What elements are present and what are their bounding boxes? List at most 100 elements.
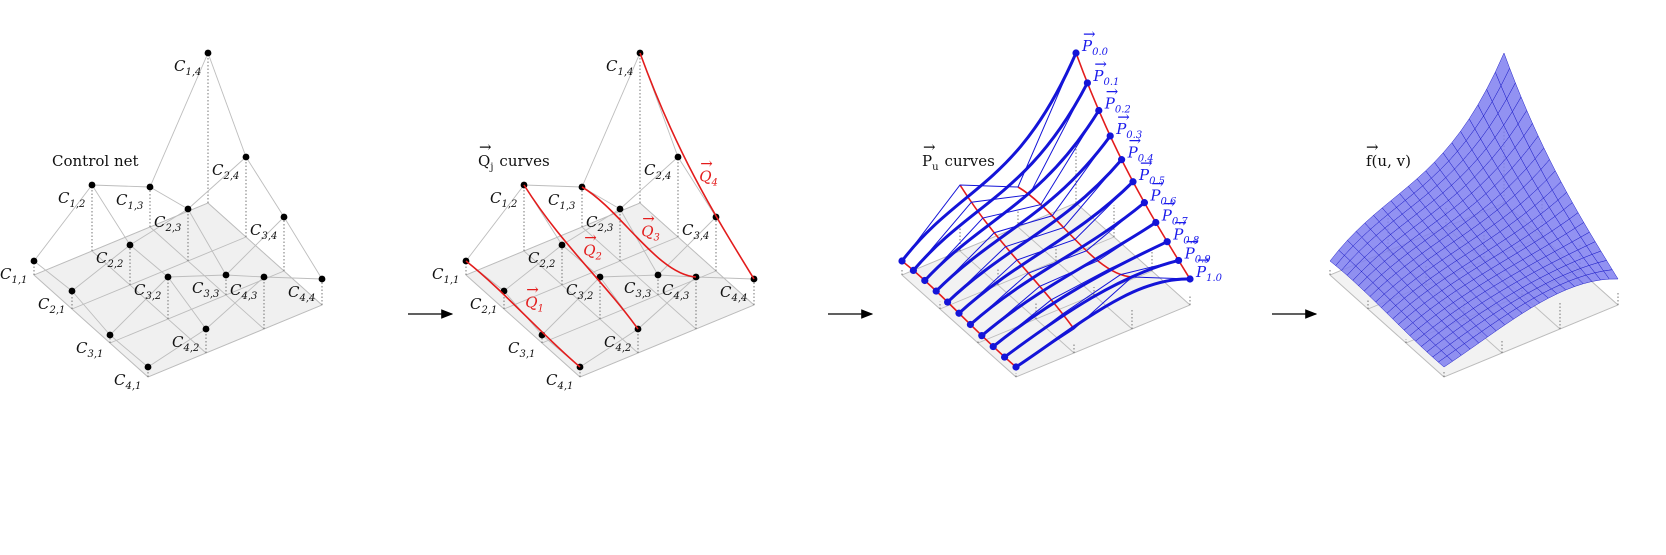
p-curve-label-group: P0.3→: [1115, 108, 1142, 141]
net-line: [109, 276, 169, 336]
p-curve-label: P0.2: [1104, 94, 1131, 115]
control-point-label: C2,3: [154, 213, 181, 234]
p-curve: [957, 180, 1135, 315]
net-line: [541, 276, 601, 336]
p-title-vector-arrow: →: [923, 138, 936, 156]
p-curve-start-point: [944, 298, 952, 306]
p-curve-vector-arrow: →: [1140, 154, 1153, 172]
net-line: [149, 52, 209, 188]
base-grid-line: [901, 202, 1077, 276]
control-point: [144, 363, 152, 371]
control-point-label: C4,1: [114, 371, 141, 392]
p-curve-label-group: P0.1→: [1092, 55, 1119, 88]
control-point-label: C3,3: [192, 279, 219, 300]
control-point-label: C4,3: [662, 281, 689, 302]
surface-title-vector-arrow: →: [1366, 138, 1379, 156]
net-line: [465, 184, 525, 262]
q-curve-label: Q3: [641, 223, 660, 244]
p-curve-vector-arrow: →: [1197, 251, 1210, 269]
p-curve-label: P1.0: [1195, 263, 1223, 284]
control-point-label: C4,2: [604, 333, 631, 354]
net-line: [33, 260, 73, 292]
p-curve-label-group: P0.5→: [1138, 154, 1165, 187]
p-curve-vector-arrow: →: [1129, 132, 1142, 150]
base-grid-line: [1017, 226, 1133, 330]
net-line: [523, 184, 583, 188]
p-curve-start-point: [1001, 353, 1009, 361]
control-point: [674, 153, 682, 161]
control-point-label: C4,4: [288, 283, 315, 304]
q-title-symbol: Q: [478, 152, 490, 170]
control-point: [242, 153, 250, 161]
base-grid-line: [1443, 304, 1619, 378]
net-line: [225, 274, 265, 278]
p-curve-vector-arrow: →: [1151, 175, 1164, 193]
q-title-vector-arrow: →: [479, 138, 492, 156]
base-grid-line: [465, 274, 581, 378]
q-curve-label-group: Q4→: [699, 155, 718, 189]
p-curve-label-group: P0.4→: [1127, 132, 1154, 165]
p-curve-start-point: [932, 287, 940, 295]
base-grid-line: [579, 304, 755, 378]
control-point-label: C1,4: [174, 57, 201, 78]
p-curve-label-group: P0.6→: [1149, 175, 1177, 208]
p-control-polygon: [901, 52, 1077, 262]
base-grid-line: [1329, 274, 1445, 378]
net-line: [503, 244, 563, 292]
p-curve-vector-arrow: →: [1106, 82, 1119, 100]
p-control-polygon: [935, 135, 1111, 292]
control-point-label: C1,4: [606, 57, 633, 78]
base-grid-line: [71, 236, 247, 310]
control-point: [222, 271, 230, 279]
p-control-polygon: [913, 82, 1088, 271]
p-curve-start-point: [909, 266, 918, 274]
control-point: [146, 183, 154, 191]
net-line: [71, 244, 131, 292]
q-curve: [523, 184, 639, 330]
control-point-label: C4,3: [230, 281, 257, 302]
control-point: [202, 325, 210, 333]
p-curve-end-point: [1186, 275, 1194, 283]
net-line: [677, 156, 717, 218]
net-line: [147, 328, 207, 368]
p-curve-vector-arrow: →: [1163, 194, 1176, 212]
p-curve: [969, 201, 1146, 326]
p-curve-start-point: [898, 257, 906, 265]
p-curve-end-point: [1072, 49, 1080, 57]
control-point: [318, 275, 326, 283]
p-curve-end-point: [1095, 106, 1103, 115]
control-point-label: C3,2: [134, 281, 161, 302]
p-control-polygon: [924, 110, 1100, 281]
net-line: [207, 52, 247, 158]
p-curve-label-group: P0.0→: [1081, 25, 1109, 58]
control-point: [88, 181, 96, 189]
p-curve-label: P0.6: [1149, 187, 1177, 208]
p-curve-label-group: P1.0→: [1195, 251, 1223, 284]
net-line: [91, 184, 151, 188]
q-curve: [465, 260, 581, 368]
p-curve-start-point: [978, 332, 986, 340]
net-line: [263, 276, 323, 280]
net-line: [695, 276, 755, 280]
control-point: [126, 241, 134, 249]
control-point: [106, 331, 114, 339]
control-point-label: C1,2: [58, 189, 85, 210]
net-line: [637, 276, 697, 330]
p-title-word: curves: [945, 152, 995, 170]
q-curve-label: Q2: [583, 242, 602, 263]
p-curve-label: P0.5: [1138, 166, 1165, 187]
p-curve-end-point: [1163, 238, 1171, 246]
base-grid-line: [149, 226, 265, 330]
control-point: [184, 205, 192, 213]
control-point-label: C2,2: [528, 249, 555, 270]
base-grid-line: [33, 274, 149, 378]
net-line: [187, 156, 247, 210]
net-line: [205, 276, 265, 330]
control-point: [280, 213, 288, 221]
control-point-label: C3,1: [76, 339, 103, 360]
control-point-label: C4,4: [720, 283, 747, 304]
